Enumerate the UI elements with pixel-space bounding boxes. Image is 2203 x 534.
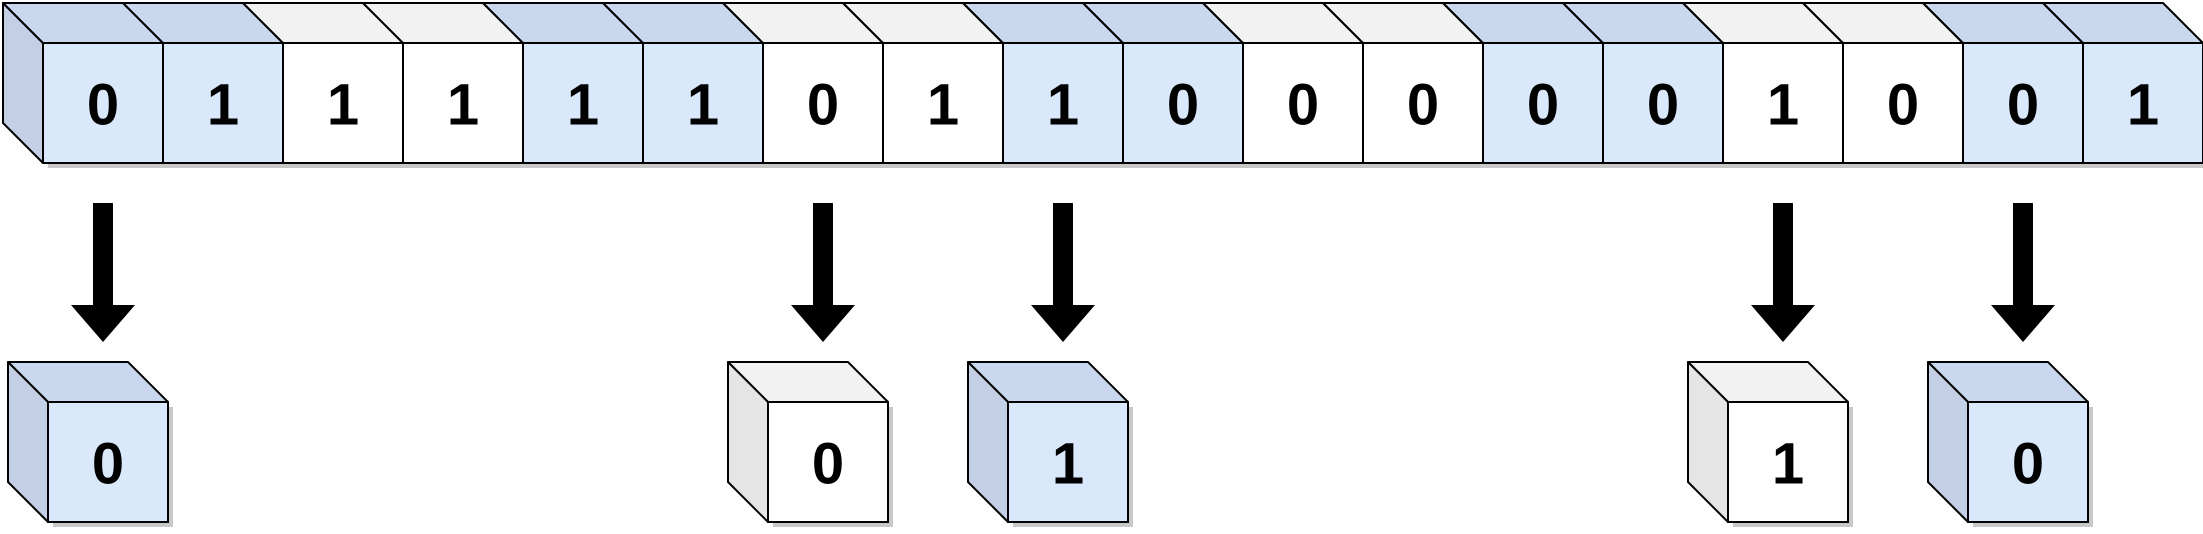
cube-bit-label: 1	[1052, 432, 1084, 497]
bit-cell-front-face	[162, 42, 284, 164]
bit-cell-top-face	[2042, 2, 2203, 44]
bit-cell-label: 1	[447, 73, 479, 138]
bit-cell: 0	[1242, 42, 1364, 164]
bit-cell-label: 1	[2127, 73, 2159, 138]
bit-cell: 0	[1842, 42, 1964, 164]
selected-bit-cube: 1	[967, 361, 1129, 523]
selected-bit-cube: 1	[1687, 361, 1849, 523]
selection-arrows	[71, 203, 2055, 342]
bit-cell-front-face	[1482, 42, 1604, 164]
bit-cell: 0	[762, 42, 884, 164]
bit-cell-front-face	[1842, 42, 1964, 164]
bit-cell-label: 1	[687, 73, 719, 138]
bit-row: 0 1 1 1 1 1 0 1 1 0 0 0 0 0 1 0 0 1	[2, 2, 2203, 164]
bit-cell: 1	[402, 42, 524, 164]
bit-cell: 1	[2082, 42, 2203, 164]
cube-front-face	[47, 401, 169, 523]
bit-cell-label: 0	[1407, 73, 1439, 138]
cube-front-face	[767, 401, 889, 523]
bit-cell: 0	[1122, 42, 1244, 164]
selected-bit-cube: 0	[1927, 361, 2089, 523]
down-arrow-icon	[1751, 203, 1815, 342]
bit-cell: 0	[1362, 42, 1484, 164]
bit-cell: 1	[642, 42, 764, 164]
bit-cell-front-face	[1602, 42, 1724, 164]
cube-bit-label: 1	[1772, 432, 1804, 497]
bit-cell-label: 0	[1527, 73, 1559, 138]
down-arrow-icon	[791, 203, 855, 342]
cube-front-face	[1727, 401, 1849, 523]
bit-cell-label: 1	[1047, 73, 1079, 138]
bit-cell: 1	[522, 42, 644, 164]
bit-cell-front-face	[522, 42, 644, 164]
cube-bit-label: 0	[92, 432, 124, 497]
bit-cell-front-face	[762, 42, 884, 164]
bit-cell-label: 0	[1287, 73, 1319, 138]
bit-cell: 0	[1602, 42, 1724, 164]
cube-bit-label: 0	[812, 432, 844, 497]
bit-cell: 1	[162, 42, 284, 164]
bit-cell: 0	[1962, 42, 2084, 164]
bit-cell-label: 0	[1647, 73, 1679, 138]
bit-cell-front-face	[1242, 42, 1364, 164]
bit-cell-label: 1	[327, 73, 359, 138]
bit-cell-front-face	[1002, 42, 1124, 164]
bit-cell: 0	[1482, 42, 1604, 164]
cube-bit-label: 0	[2012, 432, 2044, 497]
bit-cell-label: 0	[807, 73, 839, 138]
bit-cell-front-face	[282, 42, 404, 164]
bit-cell-label: 1	[207, 73, 239, 138]
cube-front-face	[1007, 401, 1129, 523]
bit-cell-front-face	[402, 42, 524, 164]
bit-cell: 0	[42, 42, 164, 164]
bit-cell-label: 1	[1767, 73, 1799, 138]
down-arrow-icon	[1991, 203, 2055, 342]
selected-bit-cube: 0	[727, 361, 889, 523]
bit-cell-label: 0	[1167, 73, 1199, 138]
bit-cell-label: 0	[1887, 73, 1919, 138]
selected-bit-cube: 0	[7, 361, 169, 523]
bit-cell: 1	[282, 42, 404, 164]
bit-cell-label: 0	[2007, 73, 2039, 138]
down-arrow-icon	[1031, 203, 1095, 342]
bit-cell-front-face	[42, 42, 164, 164]
selected-bit-cubes: 0 0 1 1 0	[7, 361, 2089, 523]
down-arrow-icon	[71, 203, 135, 342]
bit-cell-label: 1	[567, 73, 599, 138]
bit-cell-label: 1	[927, 73, 959, 138]
bit-cell-label: 0	[87, 73, 119, 138]
bit-cell-front-face	[1962, 42, 2084, 164]
bit-cell: 1	[1002, 42, 1124, 164]
bit-cell: 1	[1722, 42, 1844, 164]
bit-cell: 1	[882, 42, 1004, 164]
bit-cell-front-face	[2082, 42, 2203, 164]
bit-cell-front-face	[882, 42, 1004, 164]
cube-front-face	[1967, 401, 2089, 523]
